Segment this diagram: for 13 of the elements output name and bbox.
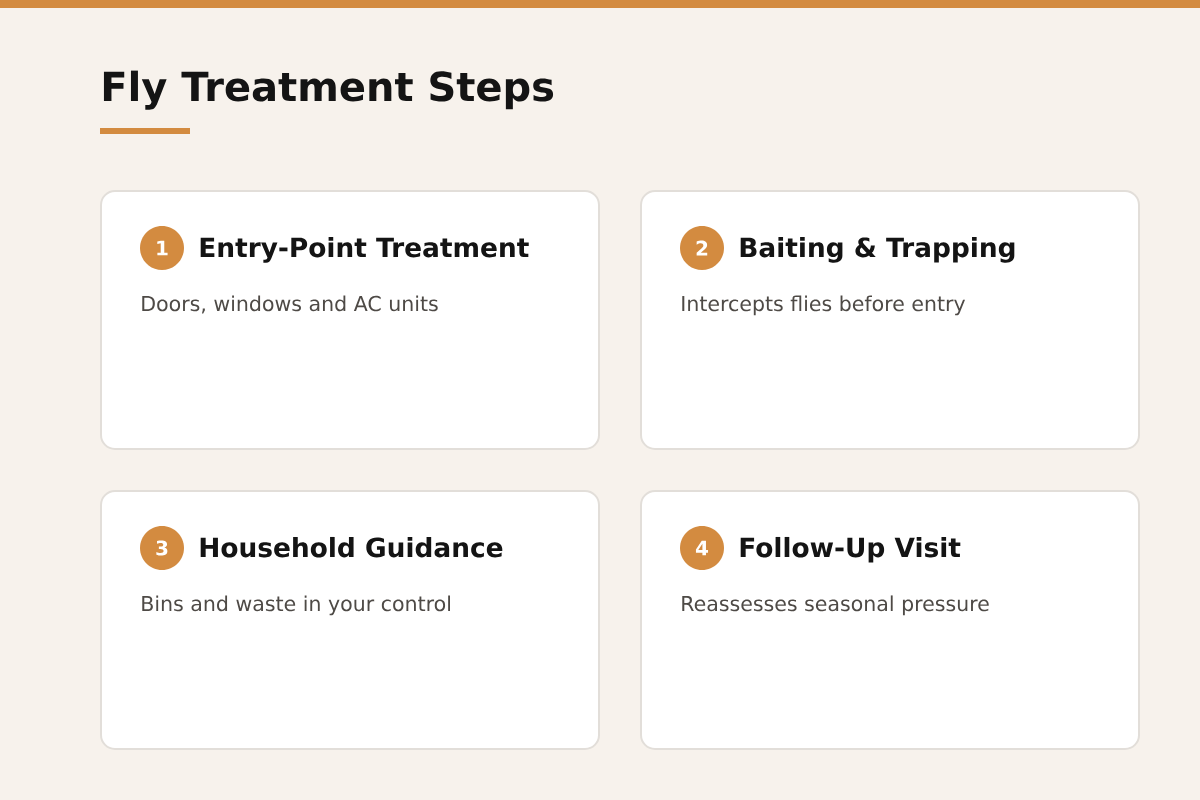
number-badge: 2 (680, 226, 724, 270)
step-heading: Follow-Up Visit (740, 536, 961, 563)
step-heading: Baiting & Trapping (740, 236, 1015, 263)
number-badge: 1 (140, 226, 184, 270)
step-description: Bins and waste in your control (142, 595, 450, 616)
number-badge: 3 (140, 526, 184, 570)
step-heading: Entry-Point Treatment (200, 236, 529, 263)
step-heading: Household Guidance (200, 536, 503, 558)
title: Fly Treatment Steps (103, 70, 554, 110)
number-badge: 4 (680, 526, 724, 570)
step-description: Reassesses seasonal pressure (682, 595, 989, 616)
step-description: Doors, windows and AC units (142, 295, 438, 314)
step-description: Intercepts flies before entry (682, 295, 965, 316)
